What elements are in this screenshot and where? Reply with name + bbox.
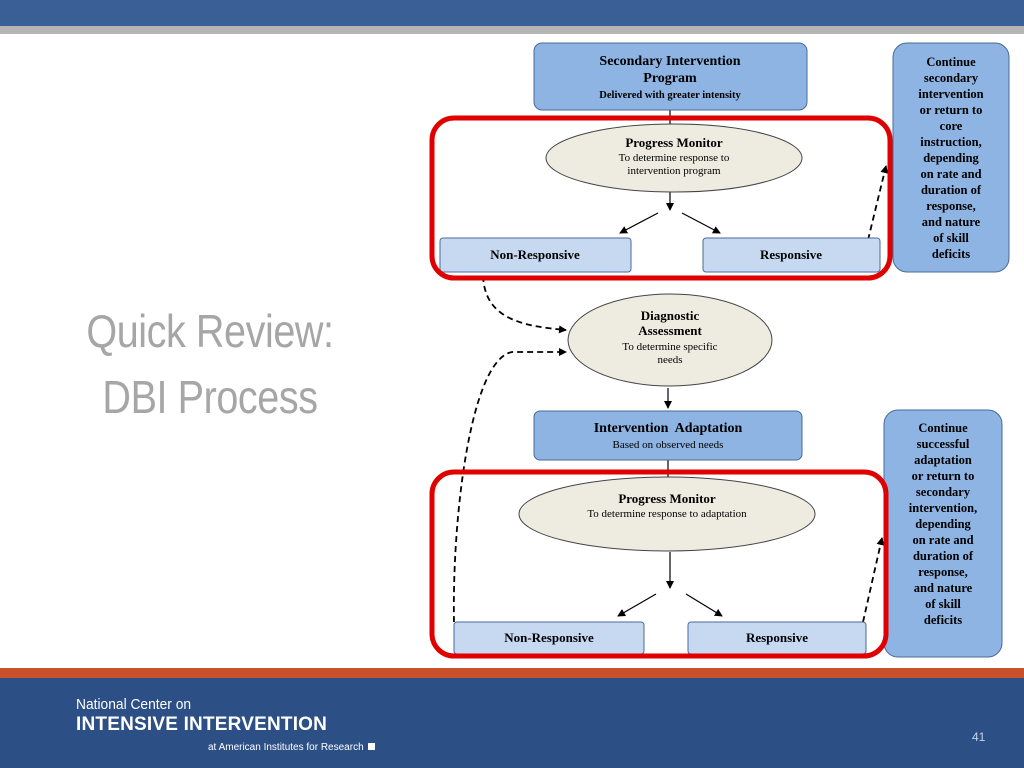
continue-1-line: secondary <box>924 71 979 85</box>
continue-text-2: Continue successful adaptation or return… <box>909 421 977 627</box>
top-banner <box>0 0 1024 26</box>
continue-1-line: intervention <box>918 87 983 101</box>
progress-monitor-2-ellipse <box>518 476 816 552</box>
continue-2-line: successful <box>917 437 970 451</box>
adaptation-line-2: Based on observed needs <box>613 439 724 451</box>
continue-1-line: of skill <box>933 231 969 245</box>
slide-title-line-2: DBI Process <box>102 371 318 423</box>
continue-1-line: response, <box>926 199 975 213</box>
pm1-line-3: intervention program <box>627 165 721 177</box>
continue-1-line: on rate and <box>920 167 981 181</box>
arrow-to-responsive-2 <box>685 593 723 617</box>
dashed-arrow-responsive1-to-continue <box>867 165 889 241</box>
continue-text-1: Continue secondary intervention or retur… <box>918 55 983 261</box>
continue-1-line: deficits <box>932 247 970 261</box>
adaptation-line-1: Intervention Adaptation <box>594 421 743 436</box>
footer-stripe <box>0 668 1024 678</box>
diagnostic-line-3: To determine specific <box>622 341 717 353</box>
non-responsive-label-2: Non-Responsive <box>504 630 594 645</box>
continue-1-line: duration of <box>921 183 982 197</box>
continue-2-line: Continue <box>918 421 968 435</box>
progress-monitor-1-ellipse <box>545 123 803 193</box>
logo-line-2: INTENSIVE INTERVENTION <box>76 714 328 735</box>
responsive-box-1 <box>702 237 881 273</box>
non-responsive-label-1: Non-Responsive <box>490 247 580 262</box>
logo-line-3: at American Institutes for Research <box>208 742 375 753</box>
secondary-intervention-box <box>533 42 808 111</box>
continue-2-line: of skill <box>925 597 961 611</box>
footer-bar <box>0 678 1024 768</box>
diagnostic-line-1: Diagnostic <box>641 308 700 323</box>
pm2-title: Progress Monitor <box>618 491 716 506</box>
continue-2-line: and nature <box>914 581 973 595</box>
continue-2-line: intervention, <box>909 501 977 515</box>
responsive-label-1: Responsive <box>760 247 822 262</box>
logo-air-text: at American Institutes for Research <box>208 742 364 753</box>
continue-2-line: deficits <box>924 613 962 627</box>
page-number: 41 <box>972 730 986 744</box>
top-stripe <box>0 26 1024 34</box>
highlight-frame-1 <box>429 115 893 281</box>
diagnostic-line-2: Assessment <box>638 323 702 338</box>
arrow-to-nonresponsive-1 <box>619 212 659 234</box>
secondary-line-1: Secondary Intervention <box>599 54 740 69</box>
pm2-line-2: To determine response to adaptation <box>587 508 747 520</box>
secondary-line-2: Program <box>643 71 697 86</box>
slide-title: Quick Review: DBI Process <box>47 298 374 430</box>
arrow-to-nonresponsive-2 <box>617 593 657 617</box>
air-square-icon <box>367 743 375 750</box>
dashed-arrow-responsive2-to-continue <box>862 537 885 623</box>
continue-box-1 <box>892 42 1010 273</box>
pm1-title: Progress Monitor <box>625 135 723 150</box>
pm1-line-2: To determine response to <box>619 152 730 164</box>
continue-1-line: instruction, <box>920 135 981 149</box>
continue-2-line: on rate and <box>912 533 973 547</box>
nci-logo: National Center on INTENSIVE INTERVENTIO… <box>76 696 375 753</box>
responsive-label-2: Responsive <box>746 630 808 645</box>
secondary-line-3: Delivered with greater intensity <box>599 90 741 101</box>
intervention-adaptation-box <box>533 410 803 461</box>
continue-2-line: adaptation <box>914 453 972 467</box>
arrow-to-responsive-1 <box>681 212 721 234</box>
continue-1-line: core <box>940 119 963 133</box>
slide-title-line-1: Quick Review: <box>86 305 334 357</box>
continue-2-line: secondary <box>916 485 971 499</box>
diagnostic-assessment-ellipse <box>567 293 773 387</box>
dashed-arrow-nonresponsive2-to-diagnostic <box>452 348 567 623</box>
continue-2-line: duration of <box>913 549 974 563</box>
dashed-arrow-nonresponsive1-to-diagnostic <box>482 275 567 334</box>
continue-2-line: response, <box>918 565 967 579</box>
continue-1-line: Continue <box>926 55 976 69</box>
continue-1-line: depending <box>923 151 979 165</box>
non-responsive-box-1 <box>439 237 632 273</box>
highlight-frame-2 <box>429 469 889 659</box>
continue-2-line: or return to <box>912 469 975 483</box>
continue-1-line: and nature <box>922 215 981 229</box>
continue-2-line: depending <box>915 517 971 531</box>
diagnostic-line-4: needs <box>657 354 682 366</box>
continue-1-line: or return to <box>920 103 983 117</box>
logo-line-1: National Center on <box>76 696 192 713</box>
